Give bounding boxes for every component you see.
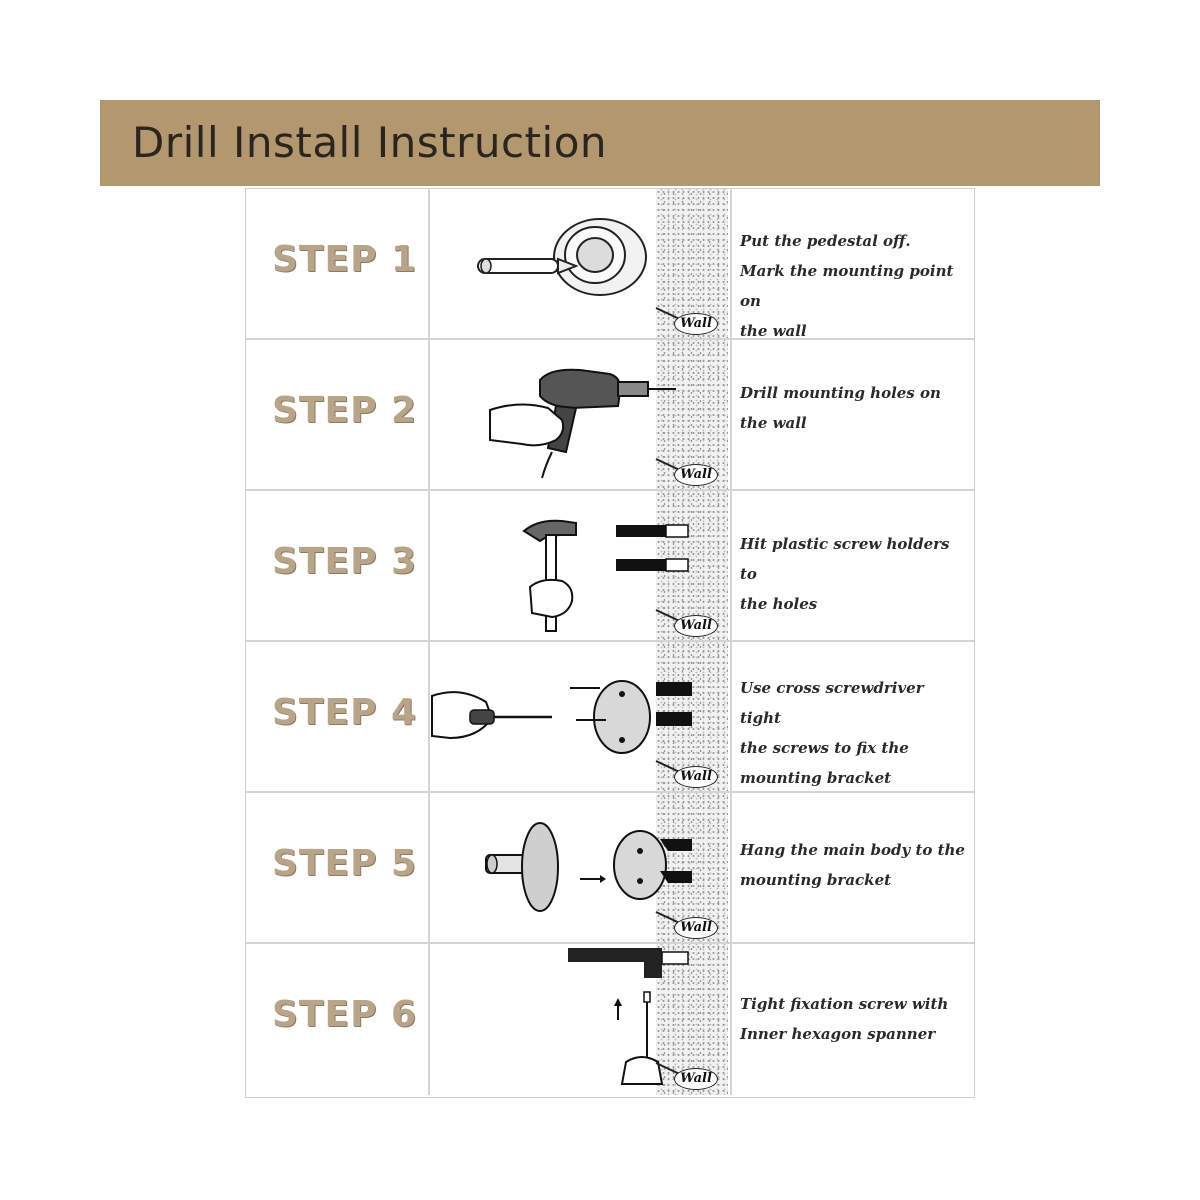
step-label-cell: STEP 4 xyxy=(246,642,430,791)
step-text-cell: Hit plastic screw holders to the holes xyxy=(732,491,974,640)
steps-table: STEP 1 Wall Put the pedestal off. Mark t… xyxy=(245,188,975,1098)
pencil-mark-icon xyxy=(477,218,647,296)
step-label-cell: STEP 5 xyxy=(246,793,430,942)
step-label: STEP 4 xyxy=(272,692,418,733)
step-label-cell: STEP 2 xyxy=(246,340,430,489)
wall-tag: Wall xyxy=(674,766,718,788)
step-row-1: STEP 1 Wall Put the pedestal off. Mark t… xyxy=(246,189,974,340)
step-label-cell: STEP 3 xyxy=(246,491,430,640)
wall-tag: Wall xyxy=(674,313,718,335)
step-instruction: Put the pedestal off. Mark the mounting … xyxy=(740,232,954,340)
step-label: STEP 1 xyxy=(272,239,418,280)
step-label: STEP 6 xyxy=(272,994,418,1035)
wall-tag: Wall xyxy=(674,1068,718,1090)
hang-body-icon xyxy=(485,822,692,912)
step-label: STEP 2 xyxy=(272,390,418,431)
step-row-4: STEP 4 Wall Use cross screwdriver tight … xyxy=(246,642,974,793)
wall-tag: Wall xyxy=(674,615,718,637)
step-instruction: Hit plastic screw holders to the holes xyxy=(740,535,950,613)
screwdriver-icon xyxy=(431,680,692,754)
step-illustration-cell: Wall xyxy=(430,642,732,791)
step-row-3: STEP 3 Wall Hit plastic screw holders to… xyxy=(246,491,974,642)
step-label: STEP 5 xyxy=(272,843,418,884)
header-banner: Drill Install Instruction xyxy=(100,100,1100,186)
step-instruction: Drill mounting holes on the wall xyxy=(740,384,941,432)
step-row-5: STEP 5 Wall Hang the main body to the mo… xyxy=(246,793,974,944)
step-illustration-cell: Wall xyxy=(430,793,732,942)
step-illustration-cell: Wall xyxy=(430,189,732,338)
step-instruction: Hang the main body to the mounting brack… xyxy=(740,841,965,889)
hammer-icon xyxy=(522,519,689,632)
step-text-cell: Hang the main body to the mounting brack… xyxy=(732,793,974,942)
step-text-cell: Use cross screwdriver tight the screws t… xyxy=(732,642,974,791)
step-text-cell: Put the pedestal off. Mark the mounting … xyxy=(732,189,974,340)
step-illustration-cell: Wall xyxy=(430,340,732,489)
wall-tag: Wall xyxy=(674,464,718,486)
step-row-2: STEP 2 Wall Drill mounting holes on the … xyxy=(246,340,974,491)
hex-spanner-icon xyxy=(568,948,689,1085)
step-label-cell: STEP 1 xyxy=(246,189,430,338)
step-instruction: Tight fixation screw with Inner hexagon … xyxy=(740,995,949,1043)
step-text-cell: Tight fixation screw with Inner hexagon … xyxy=(732,944,974,1095)
drill-icon xyxy=(489,368,676,479)
page-title: Drill Install Instruction xyxy=(132,118,608,167)
step-label-cell: STEP 6 xyxy=(246,944,430,1095)
step-label: STEP 3 xyxy=(272,541,418,582)
step-instruction: Use cross screwdriver tight the screws t… xyxy=(740,679,924,787)
step-text-cell: Drill mounting holes on the wall xyxy=(732,340,974,489)
step-illustration-cell: Wall xyxy=(430,944,732,1095)
wall-tag: Wall xyxy=(674,917,718,939)
step-illustration-cell: Wall xyxy=(430,491,732,640)
step-row-6: STEP 6 Wall Tight fixation screw with In… xyxy=(246,944,974,1095)
